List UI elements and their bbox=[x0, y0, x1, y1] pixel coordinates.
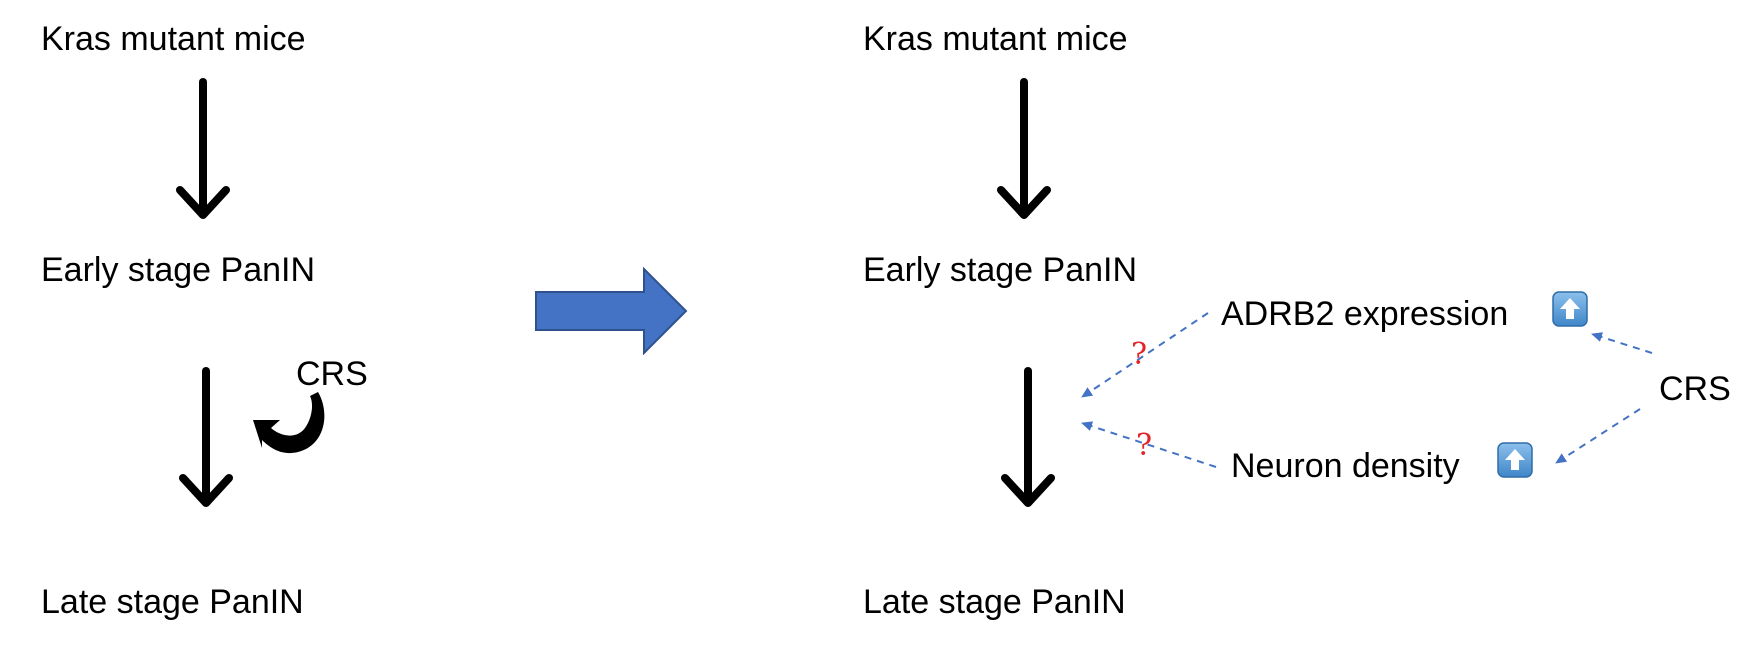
right-crs-label: CRS bbox=[1659, 370, 1731, 408]
left-kras-label: Kras mutant mice bbox=[41, 20, 306, 58]
up-arrow-button-icon bbox=[1552, 291, 1588, 327]
question-mark-neuron: ? bbox=[1136, 428, 1153, 463]
adrb2-expression-label: ADRB2 expression bbox=[1221, 295, 1509, 333]
left-late-stage-label: Late stage PanIN bbox=[41, 583, 304, 621]
right-arrow-early-to-late bbox=[1001, 367, 1055, 507]
left-arrow-early-to-late bbox=[179, 367, 233, 507]
left-arrow-kras-to-early bbox=[176, 78, 230, 219]
curved-arrow-icon bbox=[253, 392, 325, 454]
right-kras-label: Kras mutant mice bbox=[863, 20, 1128, 58]
up-arrow-button-icon bbox=[1497, 442, 1533, 478]
left-crs-label: CRS bbox=[296, 355, 368, 393]
question-mark-adrb2: ? bbox=[1131, 337, 1148, 372]
right-early-stage-label: Early stage PanIN bbox=[863, 251, 1138, 289]
dashed-arrow-neuron-to-progression bbox=[1081, 421, 1217, 468]
left-early-stage-label: Early stage PanIN bbox=[41, 251, 316, 289]
right-arrow-kras-to-early bbox=[997, 78, 1051, 219]
dashed-arrow-crs-to-neuron bbox=[1555, 408, 1641, 464]
neuron-density-label: Neuron density bbox=[1231, 447, 1460, 485]
dashed-arrow-crs-to-adrb2 bbox=[1591, 332, 1653, 354]
block-right-arrow-icon bbox=[535, 266, 688, 356]
right-late-stage-label: Late stage PanIN bbox=[863, 583, 1126, 621]
